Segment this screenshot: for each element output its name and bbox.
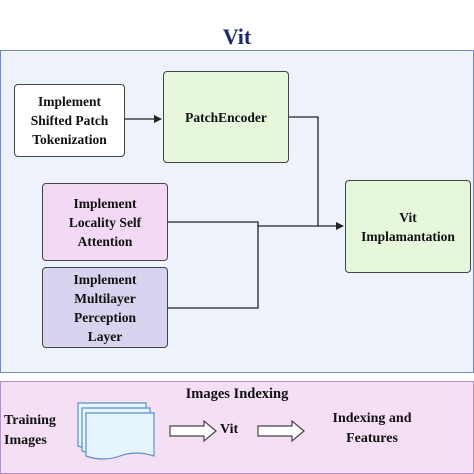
shifted-patch-tokenization-box: Implement Shifted Patch Tokenization	[14, 84, 125, 157]
diagram-title: Vit	[222, 24, 252, 49]
multilayer-perception-box: Implement Multilayer Perception Layer	[42, 267, 168, 348]
indexing-features-label: Indexing and Features	[332, 411, 412, 446]
images-indexing-title: Images Indexing	[185, 386, 289, 402]
patch-encoder-box: PatchEncoder	[163, 71, 289, 163]
training-images-label: Training Images	[4, 413, 56, 448]
vit-implementation-box: Vit Implamantation	[345, 180, 471, 273]
vit-step-label: Vit	[220, 422, 239, 437]
locality-self-attention-box: Implement Locality Self Attention	[42, 183, 168, 261]
